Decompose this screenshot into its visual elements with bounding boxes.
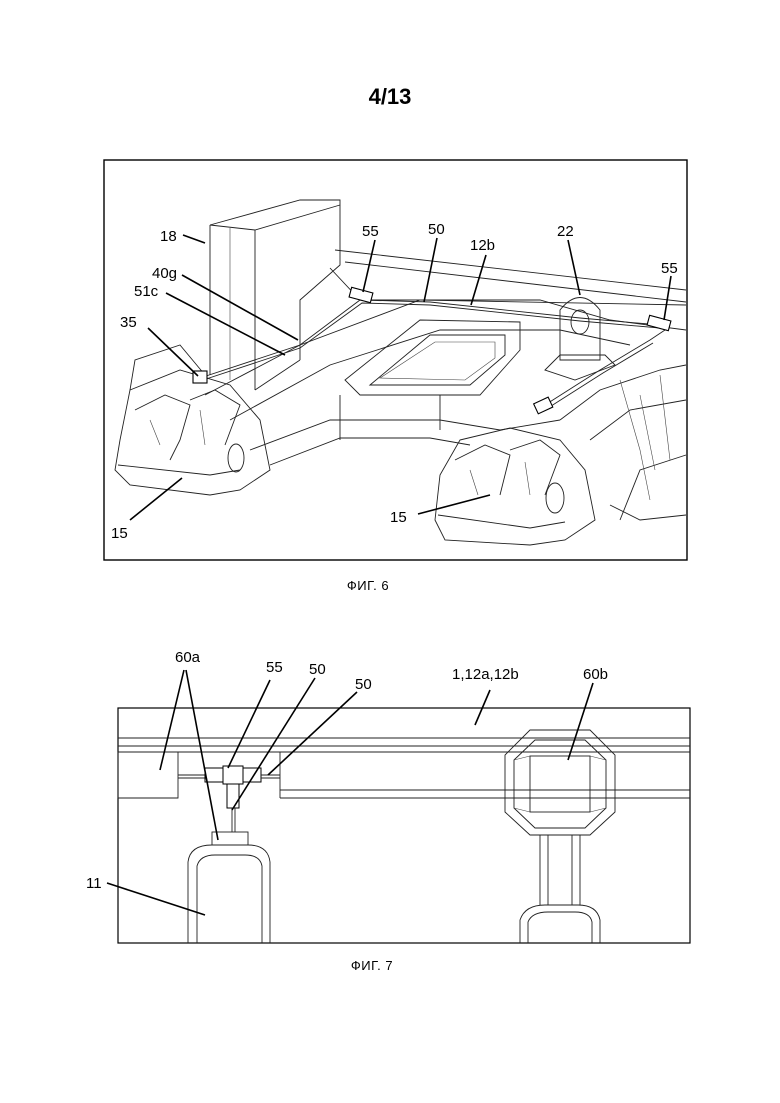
bogie-frame-body — [205, 250, 686, 520]
label-35: 35 — [120, 314, 137, 331]
left-arm-15 — [115, 345, 270, 495]
label-55-left: 55 — [362, 223, 379, 240]
label-40g: 40g — [152, 265, 177, 282]
label-15-left: 15 — [111, 525, 128, 542]
label-12b: 12b — [470, 237, 495, 254]
label-50: 50 — [428, 221, 445, 238]
label-22: 22 — [557, 223, 574, 240]
figure-7-caption: ФИГ. 7 — [272, 958, 472, 973]
label-15-right: 15 — [390, 509, 407, 526]
label-18: 18 — [160, 228, 177, 245]
right-arm-15 — [435, 428, 595, 545]
figure-6-caption: ФИГ. 6 — [268, 578, 468, 593]
label-55-right: 55 — [661, 260, 678, 277]
label-51c: 51c — [134, 283, 159, 300]
vertical-block-18 — [210, 200, 340, 390]
